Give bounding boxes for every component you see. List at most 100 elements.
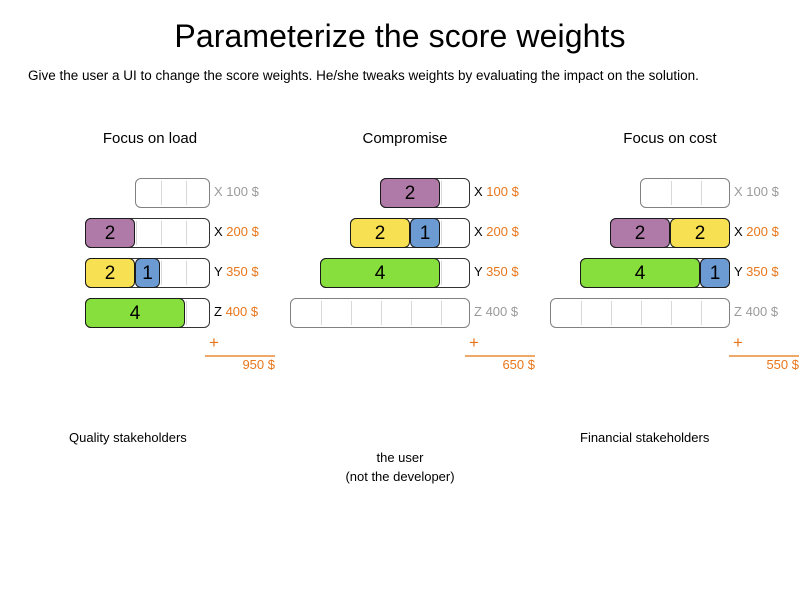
row-letter: Z [734,304,746,319]
slot-divider [701,301,702,325]
slot-divider [411,301,412,325]
row-label: Y 350 $ [734,264,779,279]
weight-block[interactable]: 2 [350,218,410,248]
row-price: 200 $ [226,224,259,239]
sum-rule [465,355,535,357]
sum-total: 550 $ [766,357,799,372]
sum-plus-sign: + [209,333,219,352]
weight-block[interactable]: 2 [85,258,135,288]
slot-divider [321,301,322,325]
slot-divider [186,221,187,245]
row-price: 100 $ [746,184,779,199]
row-label: X 100 $ [474,184,519,199]
slot-divider [441,221,442,245]
weight-track[interactable] [640,178,730,208]
weight-track[interactable] [135,178,210,208]
sum-plus-sign: + [733,333,743,352]
weight-row[interactable] [550,298,730,328]
slot-divider [186,261,187,285]
slot-divider [161,221,162,245]
slot-divider [441,301,442,325]
row-price: 400 $ [225,304,259,319]
column-heading: Focus on load [102,130,198,147]
row-letter: Y [734,264,747,279]
weight-block[interactable]: 2 [670,218,730,248]
row-letter: X [734,224,747,239]
axis-label-left: Quality stakeholders [69,430,187,445]
stakeholder-axis [0,0,800,200]
row-letter: X [214,224,227,239]
sum-total: 650 $ [502,357,535,372]
page-subtitle: Give the user a UI to change the score w… [28,68,699,83]
row-price: 200 $ [746,224,779,239]
sum-rule [729,355,799,357]
slot-divider [641,301,642,325]
weight-track[interactable] [550,298,730,328]
weight-block[interactable]: 1 [135,258,160,288]
row-price: 400 $ [745,304,779,319]
column-heading: Compromise [362,130,448,147]
row-letter: X [474,224,487,239]
row-label: Z 400 $ [734,304,778,319]
row-label: X 100 $ [734,184,779,199]
row-price: 350 $ [226,264,259,279]
row-letter: Z [214,304,226,319]
row-price: 200 $ [486,224,519,239]
sum-rule [205,355,275,357]
row-label: X 200 $ [474,224,519,239]
weight-block[interactable]: 4 [85,298,185,328]
axis-label-right: Financial stakeholders [580,430,710,445]
row-label: Y 350 $ [214,264,259,279]
actor-caption-line2: (not the developer) [345,469,455,484]
row-label: Z 400 $ [474,304,518,319]
row-letter: Y [474,264,487,279]
row-letter: Z [474,304,486,319]
actor-caption-line1: the user [376,450,424,465]
slot-divider [671,301,672,325]
row-label: X 100 $ [214,184,259,199]
weight-row[interactable] [640,178,730,208]
sum-plus-sign: + [469,333,479,352]
slot-divider [671,181,672,205]
weight-block[interactable]: 1 [700,258,730,288]
weight-block[interactable]: 2 [380,178,440,208]
weight-block[interactable]: 4 [320,258,440,288]
row-price: 400 $ [485,304,519,319]
row-letter: X [474,184,487,199]
slot-divider [441,261,442,285]
row-letter: X [734,184,747,199]
row-price: 350 $ [746,264,779,279]
slot-divider [611,301,612,325]
slot-divider [186,301,187,325]
row-letter: X [214,184,227,199]
slot-divider [351,301,352,325]
weight-row[interactable]: 4 [320,258,470,288]
slot-divider [136,221,137,245]
weight-block[interactable]: 2 [610,218,670,248]
weight-row[interactable]: 2 [380,178,470,208]
weight-row[interactable]: 4 [85,298,210,328]
weight-block[interactable]: 2 [85,218,135,248]
weight-block[interactable]: 1 [410,218,440,248]
row-letter: Y [214,264,227,279]
slot-divider [161,181,162,205]
slot-divider [701,181,702,205]
slot-divider [441,181,442,205]
row-price: 350 $ [486,264,519,279]
row-label: X 200 $ [214,224,259,239]
sum-total: 950 $ [242,357,275,372]
weight-row[interactable] [290,298,470,328]
weight-block[interactable]: 4 [580,258,700,288]
weight-track[interactable] [290,298,470,328]
weight-row[interactable]: 2 [85,218,210,248]
slot-divider [186,181,187,205]
weight-row[interactable] [135,178,210,208]
slot-divider [381,301,382,325]
row-label: Z 400 $ [214,304,258,319]
row-price: 100 $ [486,184,519,199]
column-heading: Focus on cost [623,130,717,147]
